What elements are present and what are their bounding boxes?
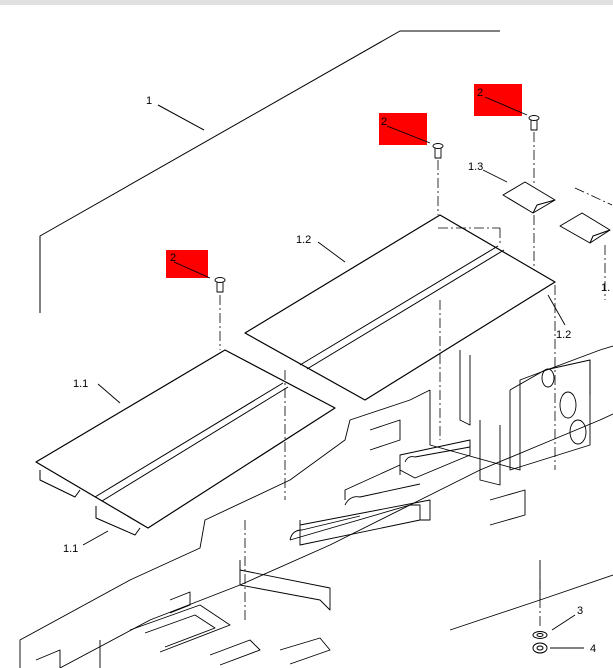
callout-right-plate-side: 1.2 <box>556 329 571 341</box>
callout-2-mid: 2 <box>381 116 387 128</box>
assembly-bracket-line <box>39 30 500 313</box>
callout-washer: 3 <box>577 605 583 617</box>
bracket-icon <box>502 181 611 244</box>
callout-2-left: 2 <box>170 252 176 264</box>
top-bar <box>0 0 613 5</box>
callout-nut: 4 <box>590 643 596 655</box>
highlight-callout-screw-right: 2 <box>474 84 528 116</box>
nut-icon <box>532 642 548 654</box>
callout-bracket-edge: 1. <box>601 282 610 294</box>
chassis-frame <box>19 345 613 668</box>
highlight-callout-screw-mid: 2 <box>379 113 431 145</box>
callout-assembly: 1 <box>146 95 152 107</box>
alignment-lines <box>219 132 613 628</box>
callout-left-plate-bottom: 1.1 <box>63 543 78 555</box>
callout-bracket: 1.3 <box>468 161 483 173</box>
right-floor-plate <box>244 214 556 401</box>
highlight-callout-screw-left: 2 <box>166 250 211 279</box>
callout-2-right: 2 <box>477 87 483 99</box>
left-floor-plate <box>35 349 336 536</box>
callout-left-plate-top: 1.1 <box>73 378 88 390</box>
screw-icon <box>214 115 540 293</box>
callout-right-plate-top: 1.2 <box>296 234 311 246</box>
washer-icon <box>532 631 548 639</box>
leader-assembly <box>157 104 205 131</box>
leader-lines <box>82 169 584 649</box>
